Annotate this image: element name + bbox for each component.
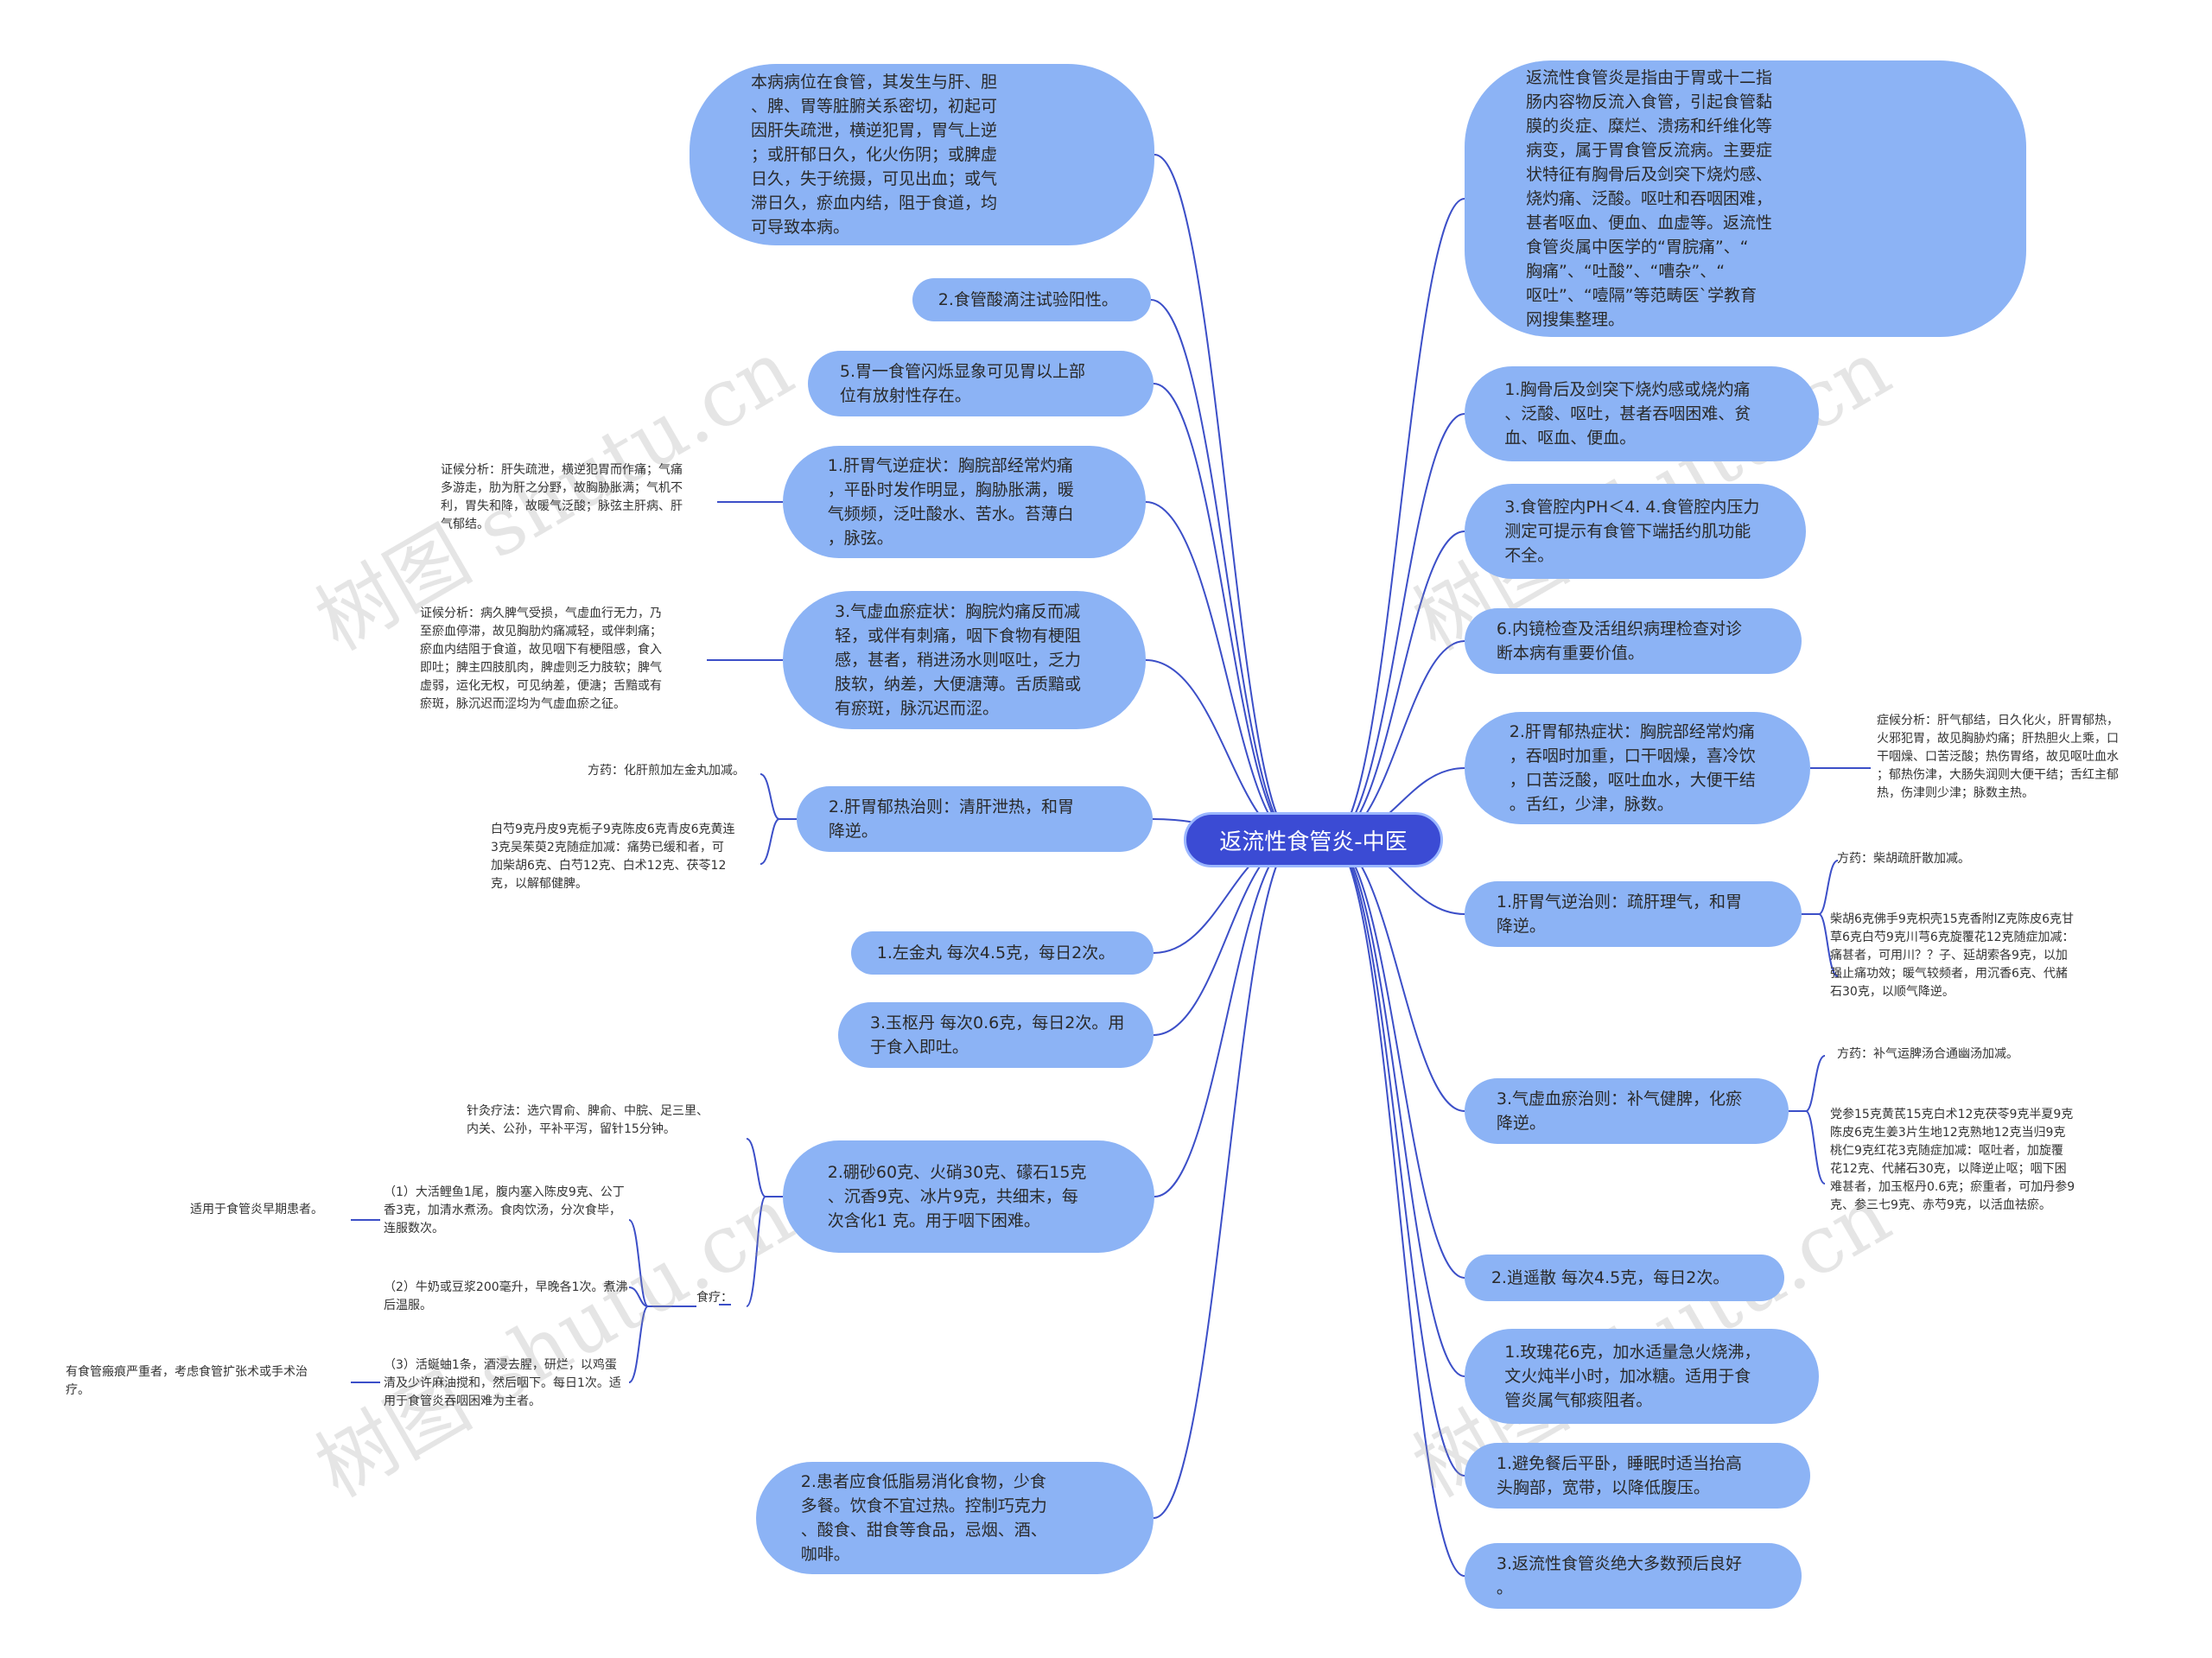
right-branch-node[interactable]: 1.避免餐后平卧，睡眠时适当抬高 头胸部，宽带，以降低腹压。 xyxy=(1465,1443,1810,1509)
detail-note: 证候分析：病久脾气受损，气虚血行无力，乃 至瘀血停滞，故见胸肋灼痛减轻，或伴刺痛… xyxy=(420,607,662,711)
connector-line xyxy=(1330,839,1465,1377)
right-branch-text: 1.避免餐后平卧，睡眠时适当抬高 头胸部，宽带，以降低腹压。 xyxy=(1496,1454,1743,1497)
right-branch-node[interactable]: 1.胸骨后及剑突下烧灼感或烧灼痛 、泛酸、呕吐，甚者吞咽困难、贫 血、呕血、便血… xyxy=(1465,366,1819,461)
left-branch-text: 5.胃一食管闪烁显象可见胃以上部 位有放射性存在。 xyxy=(839,362,1086,405)
connector-line xyxy=(1330,640,1465,841)
left-branch-text: 1.肝胃气逆症状：胸脘部经常灼痛 ，平卧时发作明显，胸胁胀满，暖 气频频，泛吐酸… xyxy=(827,456,1074,548)
right-branch-text: 2.逍遥散 每次4.5克，每日2次。 xyxy=(1491,1268,1730,1287)
right-branch-text: 返流性食管炎是指由于胃或十二指 肠内容物反流入食管，引起食管黏 膜的炎症、糜烂、… xyxy=(1526,68,1773,329)
detail-note: 食疗： xyxy=(696,1291,733,1305)
right-branch-node[interactable]: 1.肝胃气逆治则：疏肝理气，和胃 降逆。 xyxy=(1465,881,1802,947)
right-branch-text: 1.玫瑰花6克，加水适量急火烧沸， 文火炖半小时，加冰糖。适用于食 管炎属气郁痰… xyxy=(1504,1343,1761,1410)
right-branch-node[interactable]: 3.返流性食管炎绝大多数预后良好 。 xyxy=(1465,1543,1802,1609)
left-branch-text: 2.患者应食低脂易消化食物，少食 多餐。饮食不宜过热。控制巧克力 、酸食、甜食等… xyxy=(800,1472,1047,1564)
right-branch-text: 1.胸骨后及剑突下烧灼感或烧灼痛 、泛酸、呕吐，甚者吞咽困难、贫 血、呕血、便血… xyxy=(1504,380,1751,448)
connector-line xyxy=(1330,839,1465,1112)
detail-note: 方药：补气运脾汤合通幽汤加减。 xyxy=(1837,1047,2018,1061)
connector-line xyxy=(1330,839,1465,1577)
connector-line xyxy=(1153,383,1297,841)
connector-line xyxy=(1153,839,1297,1519)
connector-line xyxy=(628,1286,649,1307)
detail-note: 党参15克黄芪15克白术12克茯苓9克半夏9克 陈皮6克生姜3片生地12克熟地1… xyxy=(1830,1108,2075,1212)
left-branch-node[interactable]: 1.左金丸 每次4.5克，每日2次。 xyxy=(851,931,1154,975)
right-branch-text: 2.肝胃郁热症状：胸脘部经常灼痛 ，吞咽时加重，口干咽燥，喜冷饮 ，口苦泛酸，呕… xyxy=(1509,722,1756,814)
connector-line xyxy=(1330,839,1465,1477)
connector-line xyxy=(1330,839,1465,1279)
detail-note: （3）活蜒蚰1条，酒浸去腥，研烂，以鸡蛋 清及少许麻油搅和，然后咽下。每日1次。… xyxy=(384,1358,621,1408)
detail-note: 针灸疗法：选穴胃俞、脾俞、中脘、足三里、 内关、公孙，平补平泻，留针15分钟。 xyxy=(467,1104,709,1136)
connector-line xyxy=(760,818,780,865)
connector-line xyxy=(1818,913,1839,977)
detail-note: 方药：柴胡疏肝散加减。 xyxy=(1837,852,1970,866)
connector-line xyxy=(1150,299,1297,841)
left-branch-text: 3.玉枢丹 每次0.6克，每日2次。用 于食入即吐。 xyxy=(869,1013,1125,1057)
root-node[interactable]: 返流性食管炎-中医 xyxy=(1184,812,1443,867)
connector-line xyxy=(746,1196,766,1307)
right-branch-node[interactable]: 返流性食管炎是指由于胃或十二指 肠内容物反流入食管，引起食管黏 膜的炎症、糜烂、… xyxy=(1465,60,2026,337)
detail-note: 适用于食管炎早期患者。 xyxy=(190,1203,323,1217)
left-branch-text: 2.肝胃郁热治则：清肝泄热，和胃 降逆。 xyxy=(828,797,1075,841)
left-branch-node[interactable]: 1.肝胃气逆症状：胸脘部经常灼痛 ，平卧时发作明显，胸胁胀满，暖 气频频，泛吐酸… xyxy=(783,446,1146,558)
right-branch-node[interactable]: 2.逍遥散 每次4.5克，每日2次。 xyxy=(1465,1255,1784,1301)
connector-line xyxy=(760,773,780,820)
detail-note: 柴胡6克佛手9克枳壳15克香附lZ克陈皮6克甘 草6克白芍9克川芎6克旋覆花12… xyxy=(1830,912,2075,999)
left-branch-node[interactable]: 3.气虚血瘀症状：胸脘灼痛反而减 轻，或伴有刺痛，咽下食物有梗阻 感，甚者，稍进… xyxy=(783,591,1146,729)
right-branch-text: 6.内镜检查及活组织病理检查对诊 断本病有重要价值。 xyxy=(1496,619,1743,663)
left-branch-node[interactable]: 2.肝胃郁热治则：清肝泄热，和胃 降逆。 xyxy=(797,786,1153,852)
left-branch-node[interactable]: 2.食管酸滴注试验阳性。 xyxy=(912,278,1151,321)
detail-note: 症候分析：肝气郁结，日久化火，肝胃郁热， 火邪犯胃，故见胸胁灼痛；肝热胆火上乘，… xyxy=(1877,714,2119,800)
connector-line xyxy=(628,1305,649,1383)
left-branch-text: 1.左金丸 每次4.5克，每日2次。 xyxy=(876,943,1116,962)
connector-line xyxy=(746,1138,766,1197)
detail-note: （1）大活鲤鱼1尾，腹内塞入陈皮9克、公丁 香3克，加清水煮汤。食肉饮汤，分次食… xyxy=(384,1185,625,1236)
left-branch-text: 2.硼砂60克、火硝30克、礞石15克 、沉香9克、冰片9克，共细末，每 次含化… xyxy=(827,1163,1087,1230)
left-branch-node[interactable]: 本病病位在食管，其发生与肝、胆 、脾、胃等脏腑关系密切，初起可 因肝失疏泄，横逆… xyxy=(690,64,1154,245)
connector-line xyxy=(1805,1055,1826,1112)
right-branch-node[interactable]: 3.气虚血瘀治则：补气健脾，化瘀 降逆。 xyxy=(1465,1078,1789,1144)
right-branch-text: 1.肝胃气逆治则：疏肝理气，和胃 降逆。 xyxy=(1496,893,1743,936)
left-branch-node[interactable]: 3.玉枢丹 每次0.6克，每日2次。用 于食入即吐。 xyxy=(838,1002,1154,1068)
connector-line xyxy=(1145,501,1297,841)
right-branch-node[interactable]: 1.玫瑰花6克，加水适量急火烧沸， 文火炖半小时，加冰糖。适用于食 管炎属气郁痰… xyxy=(1465,1329,1819,1424)
detail-note: 白芍9克丹皮9克栀子9克陈皮6克青皮6克黄连 3克吴茱萸2克随症加减：痛势已缓和… xyxy=(491,823,735,891)
left-branch-text: 2.食管酸滴注试验阳性。 xyxy=(938,290,1118,309)
connector-line xyxy=(1154,154,1297,841)
detail-note: 证候分析：肝失疏泄，横逆犯胃而作痛；气痛 多游走，肋为肝之分野，故胸胁胀满；气机… xyxy=(441,463,683,531)
connector-line xyxy=(628,1219,649,1307)
right-branch-node[interactable]: 3.食管腔内PH＜4. 4.食管腔内压力 测定可提示有食管下端括约肌功能 不全。 xyxy=(1465,484,1806,579)
right-branch-node[interactable]: 6.内镜检查及活组织病理检查对诊 断本病有重要价值。 xyxy=(1465,608,1802,674)
right-branch-node[interactable]: 2.肝胃郁热症状：胸脘部经常灼痛 ，吞咽时加重，口干咽燥，喜冷饮 ，口苦泛酸，呕… xyxy=(1465,712,1810,824)
right-branch-text: 3.食管腔内PH＜4. 4.食管腔内压力 测定可提示有食管下端括约肌功能 不全。 xyxy=(1504,498,1760,565)
left-branch-node[interactable]: 2.硼砂60克、火硝30克、礞石15克 、沉香9克、冰片9克，共细末，每 次含化… xyxy=(783,1140,1154,1253)
connector-line xyxy=(1330,198,1465,841)
right-branch-text: 3.返流性食管炎绝大多数预后良好 。 xyxy=(1496,1554,1743,1598)
detail-note: 有食管瘢痕严重者，考虑食管扩张术或手术治 疗。 xyxy=(66,1365,308,1397)
connector-line xyxy=(1818,860,1839,915)
detail-note: 方药：化肝煎加左金丸加减。 xyxy=(588,764,745,778)
left-branch-node[interactable]: 5.胃一食管闪烁显象可见胃以上部 位有放射性存在。 xyxy=(808,351,1154,416)
connector-line xyxy=(1154,839,1297,1197)
connector-line xyxy=(1805,1110,1826,1185)
right-branch-text: 3.气虚血瘀治则：补气健脾，化瘀 降逆。 xyxy=(1496,1089,1743,1133)
left-branch-text: 本病病位在食管，其发生与肝、胆 、脾、胃等脏腑关系密切，初起可 因肝失疏泄，横逆… xyxy=(751,73,998,237)
left-branch-node[interactable]: 2.患者应食低脂易消化食物，少食 多餐。饮食不宜过热。控制巧克力 、酸食、甜食等… xyxy=(756,1462,1154,1574)
left-branch-text: 3.气虚血瘀症状：胸脘灼痛反而减 轻，或伴有刺痛，咽下食物有梗阻 感，甚者，稍进… xyxy=(835,602,1082,718)
detail-note: （2）牛奶或豆浆200毫升，早晚各1次。煮沸 后温服。 xyxy=(384,1280,628,1312)
